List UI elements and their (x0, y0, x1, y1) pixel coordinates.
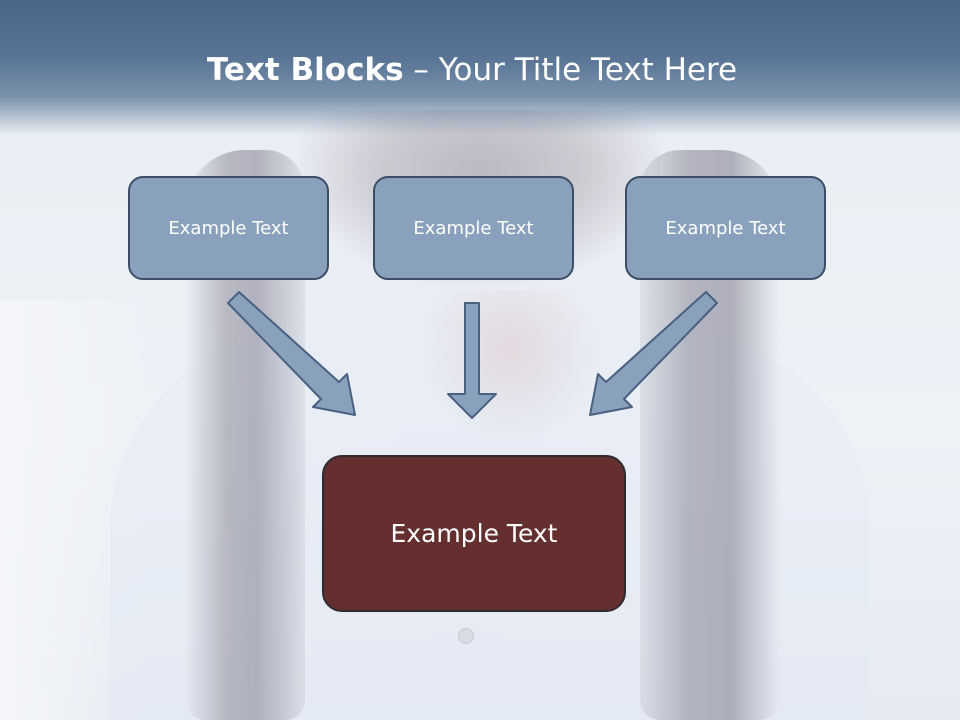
title-rest: Your Title Text Here (438, 52, 738, 88)
title-bold: Text Blocks (206, 52, 404, 88)
center-text-block: Example Text (322, 455, 626, 612)
text-block-2: Example Text (373, 176, 574, 280)
title-bar (0, 0, 960, 135)
center-text-block-label: Example Text (390, 519, 558, 548)
arrow-middle (447, 302, 497, 419)
arrow-right (589, 291, 718, 416)
text-block-1: Example Text (128, 176, 329, 280)
text-block-2-label: Example Text (413, 217, 534, 239)
text-block-1-label: Example Text (168, 217, 289, 239)
arrow-left (227, 291, 356, 416)
title-dash: – (403, 52, 439, 88)
text-block-3: Example Text (625, 176, 826, 280)
slide-title: Text Blocks – Your Title Text Here (0, 52, 944, 88)
text-block-3-label: Example Text (665, 217, 786, 239)
